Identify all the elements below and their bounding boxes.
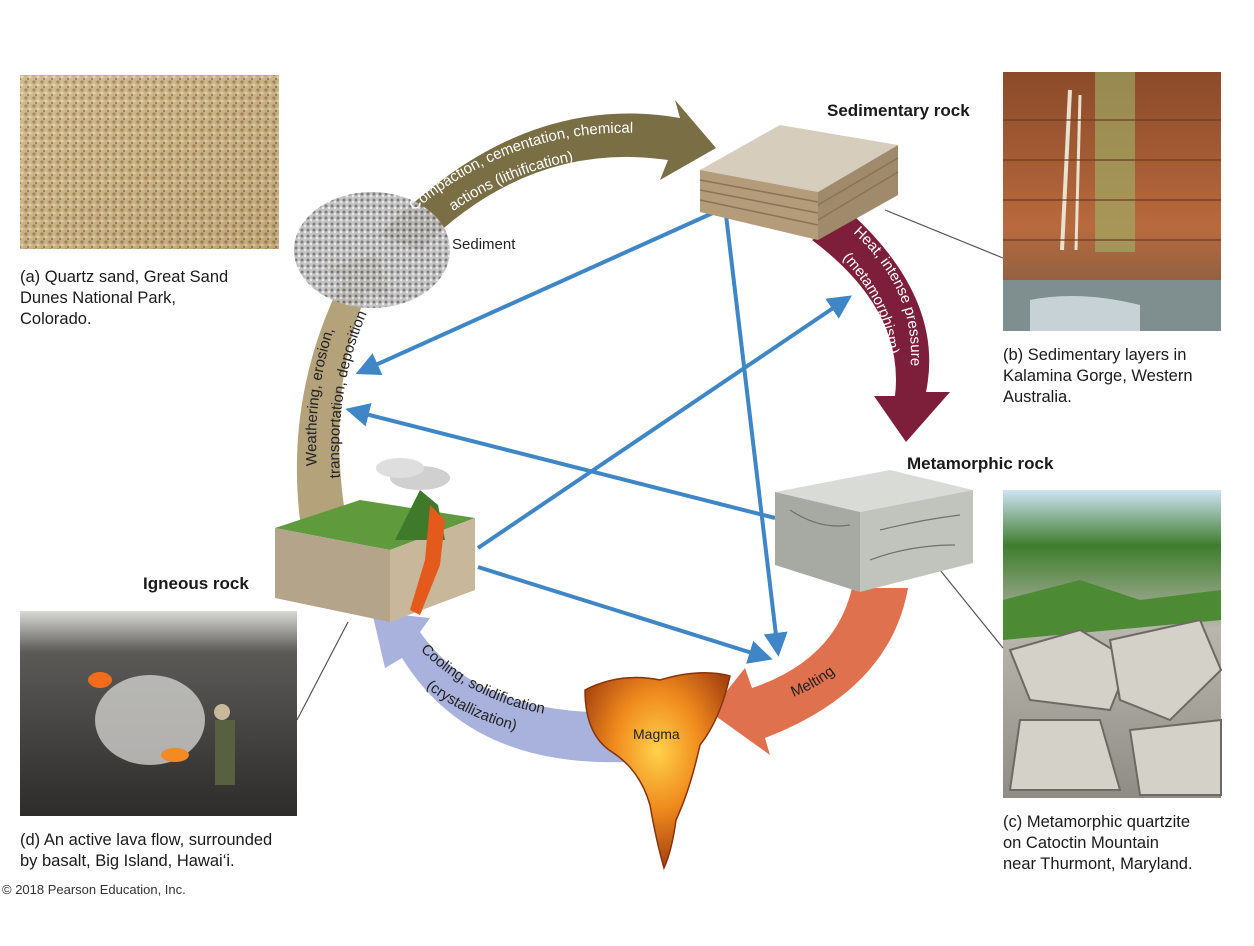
sediment-label: Sediment bbox=[452, 236, 516, 253]
kalamina-gorge-photo bbox=[1003, 72, 1221, 331]
sedimentary-rock-block bbox=[699, 125, 899, 240]
caption-c-line: (c) Metamorphic quartzite bbox=[1003, 813, 1191, 831]
arrow-sedimentary-to-sediment bbox=[355, 210, 716, 376]
arrow-igneous-to-magma bbox=[477, 565, 773, 664]
caption-a-line: Colorado. bbox=[20, 310, 92, 328]
sedimentary-rock-label: Sedimentary rock bbox=[827, 101, 970, 120]
arrow-igneous-to-metamorphic bbox=[476, 295, 852, 550]
lava-flow-photo bbox=[20, 611, 297, 816]
metamorphic-rock-label: Metamorphic rock bbox=[907, 454, 1054, 473]
caption-a: (a) Quartz sand, Great Sand Dunes Nation… bbox=[20, 267, 228, 330]
caption-b-line: (b) Sedimentary layers in bbox=[1003, 346, 1187, 364]
crystallization-arrow bbox=[372, 612, 628, 763]
metamorphism-arrow bbox=[812, 214, 950, 442]
melting-arrow bbox=[710, 588, 908, 755]
arrow-sedimentary-to-magma bbox=[724, 214, 788, 657]
igneous-rock-block bbox=[275, 458, 475, 622]
shortcut-arrows bbox=[345, 210, 852, 664]
weathering-arrow bbox=[296, 254, 392, 520]
caption-a-line: Dunes National Park, bbox=[20, 289, 176, 307]
caption-c-line: on Catoctin Mountain bbox=[1003, 834, 1159, 852]
caption-a-line: (a) Quartz sand, Great Sand bbox=[20, 268, 229, 286]
arrow-metamorphic-to-sediment bbox=[345, 403, 776, 520]
caption-c-line: near Thurmont, Maryland. bbox=[1003, 855, 1193, 873]
catoctin-quartzite-photo bbox=[1003, 490, 1223, 798]
caption-d-line: by basalt, Big Island, Hawai‘i. bbox=[20, 852, 235, 870]
lithification-arrow bbox=[380, 100, 716, 250]
caption-b-line: Australia. bbox=[1003, 388, 1072, 406]
magma-label: Magma bbox=[633, 726, 680, 742]
metamorphic-rock-block bbox=[775, 470, 973, 592]
magma-blob bbox=[584, 672, 731, 871]
copyright-notice: © 2018 Pearson Education, Inc. bbox=[2, 882, 186, 897]
caption-d: (d) An active lava flow, surrounded by b… bbox=[20, 830, 272, 872]
caption-c: (c) Metamorphic quartzite on Catoctin Mo… bbox=[1003, 812, 1193, 875]
caption-d-line: (d) An active lava flow, surrounded bbox=[20, 831, 273, 849]
sediment-pile bbox=[294, 192, 450, 308]
quartz-sand-photo bbox=[20, 75, 279, 249]
leader-lines bbox=[296, 209, 1004, 721]
caption-b-line: Kalamina Gorge, Western bbox=[1003, 367, 1193, 385]
caption-b: (b) Sedimentary layers in Kalamina Gorge… bbox=[1003, 345, 1193, 408]
igneous-rock-label: Igneous rock bbox=[143, 574, 249, 593]
